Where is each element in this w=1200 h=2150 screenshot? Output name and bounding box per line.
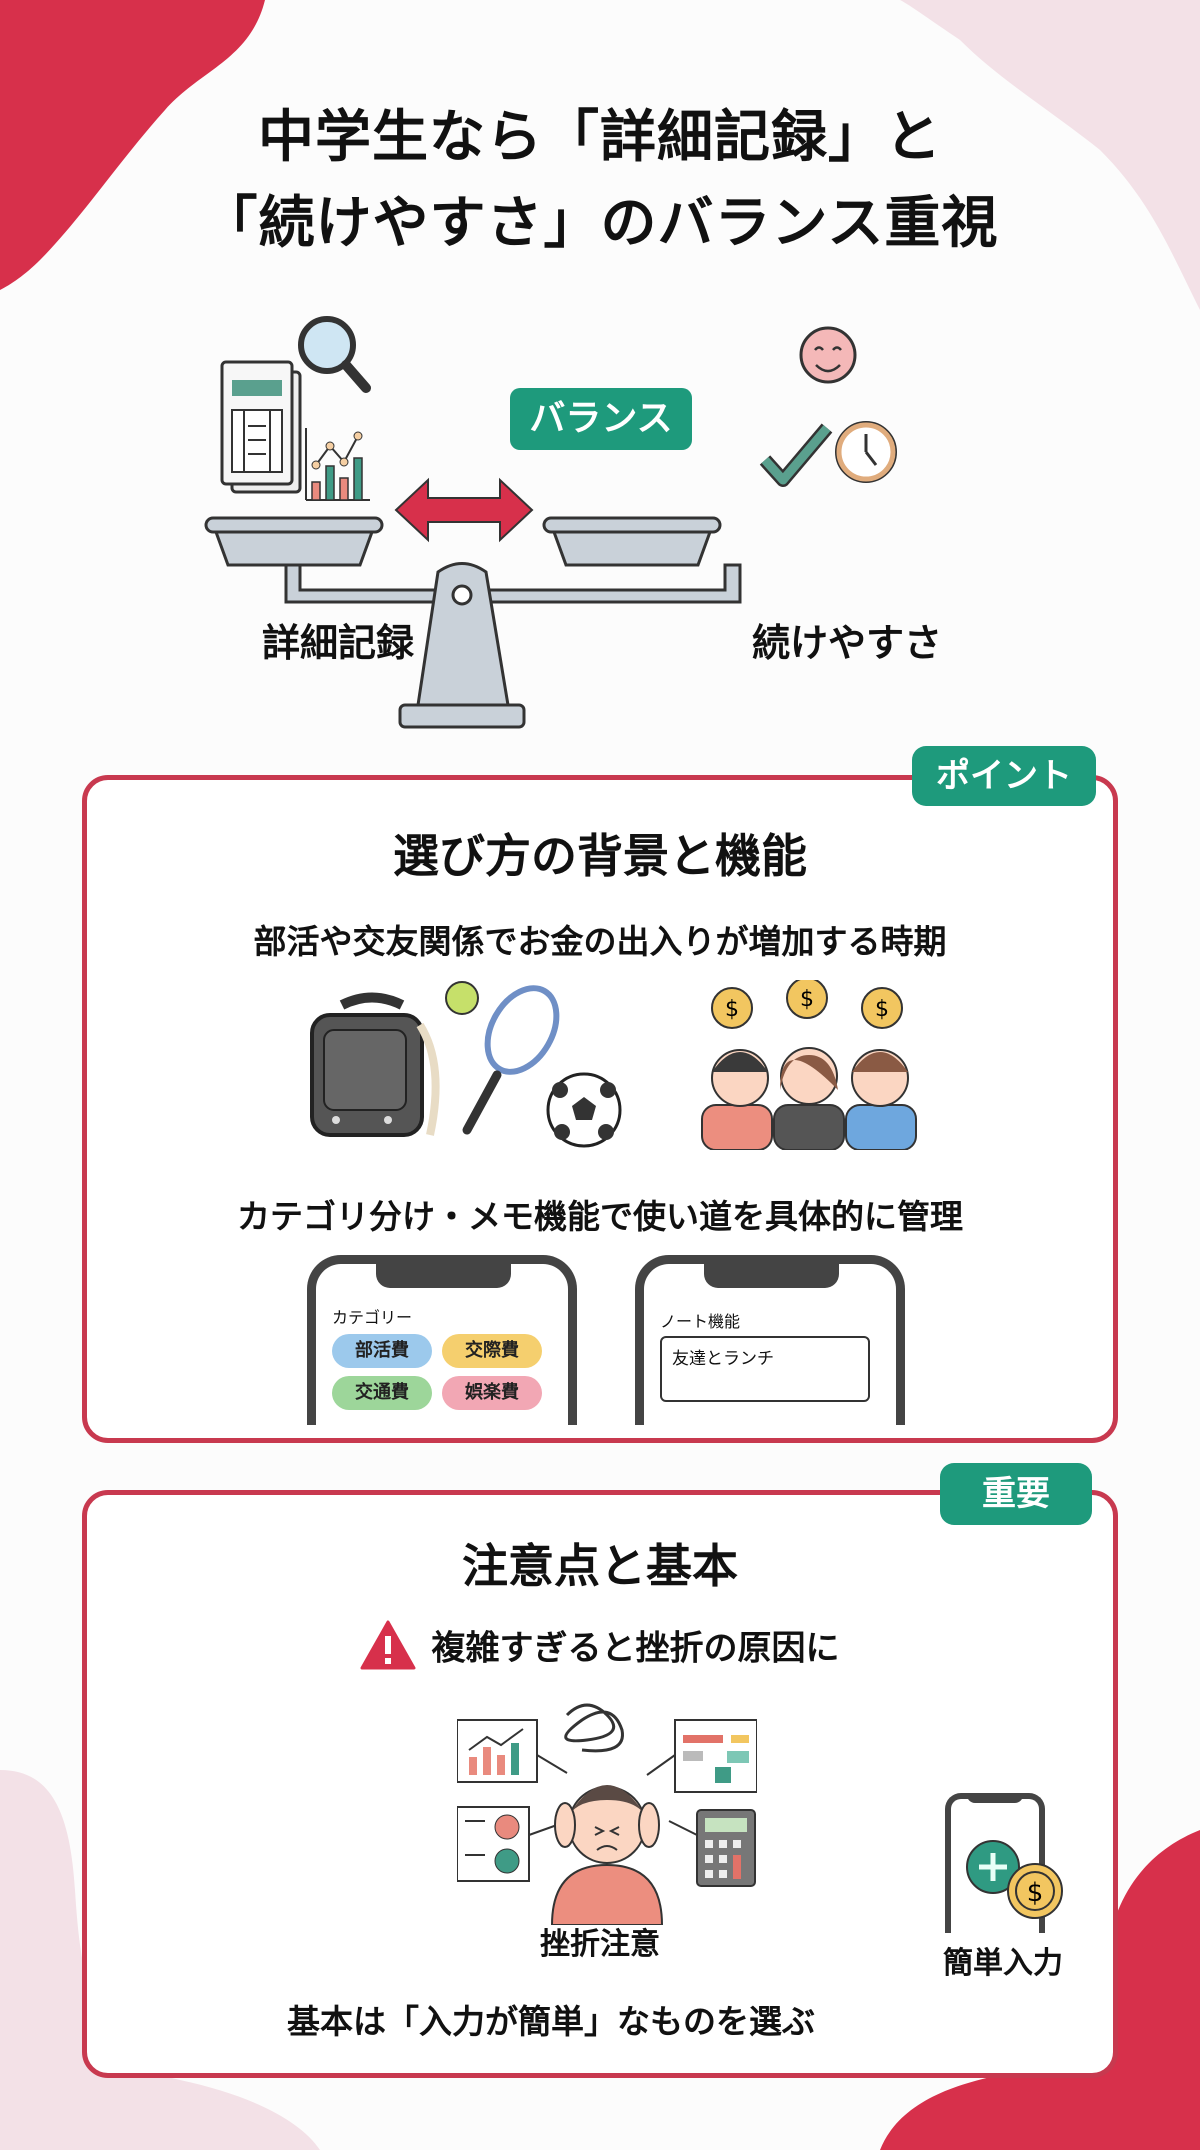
phone-categories: カテゴリー 部活費 交際費 交通費 娯楽費	[307, 1255, 577, 1425]
category-chip[interactable]: 部活費	[332, 1334, 432, 1368]
tangled-lines-icon	[564, 1703, 624, 1753]
frustrated-student-illustration	[457, 1703, 757, 1925]
svg-text:$: $	[1027, 1878, 1044, 1908]
tennis-ball-icon	[445, 981, 479, 1015]
plus-coin-icon: $	[966, 1840, 1063, 1919]
magnifier-icon	[298, 316, 371, 393]
double-arrow-icon	[394, 477, 534, 543]
card-cautions-basics: 注意点と基本 複雑すぎると挫折の原因に	[82, 1490, 1118, 2078]
label-detail-record: 詳細記録	[262, 621, 415, 665]
svg-text:$: $	[800, 987, 814, 1012]
pie-chart-icon	[457, 1806, 530, 1882]
bottom-advice: 基本は「入力が簡単」なものを選ぶ	[287, 2002, 815, 2041]
tennis-racket-icon	[462, 985, 560, 1135]
warning-row: 複雑すぎると挫折の原因に	[87, 1620, 1113, 1670]
phone-notes: ノート機能 友達とランチ	[635, 1255, 905, 1425]
smile-icon	[799, 326, 857, 384]
card1-sub-1: 部活や交友関係でお金の出入りが増加する時期	[253, 922, 947, 961]
check-icon	[759, 423, 833, 487]
bag-sports-illustration	[310, 981, 622, 1148]
balance-badge: バランス	[510, 388, 692, 450]
friends-money-illustration: $ $ $	[701, 980, 917, 1150]
category-chip[interactable]: 交際費	[442, 1334, 542, 1368]
svg-text:$: $	[875, 997, 889, 1022]
balance-scale-illustration	[204, 316, 897, 729]
card1-sub-2: カテゴリ分け・メモ機能で使い道を具体的に管理	[237, 1197, 963, 1236]
bottom-right-blob	[880, 1830, 1200, 2150]
point-tag: ポイント	[912, 746, 1096, 806]
card1-heading: 選び方の背景と機能	[393, 829, 807, 883]
svg-text:$: $	[725, 997, 739, 1022]
warning-icon	[360, 1620, 416, 1670]
top-left-blob	[0, 0, 265, 290]
bottom-left-blob	[0, 1770, 320, 2150]
soccer-ball-icon	[546, 1072, 622, 1148]
category-chip[interactable]: 娯楽費	[442, 1376, 542, 1410]
phone-notch	[376, 1264, 511, 1288]
bar-chart-icon	[457, 1719, 538, 1783]
illustration-caption: 挫折注意	[540, 1927, 660, 1962]
clock-icon	[835, 421, 897, 483]
category-chip[interactable]: 交通費	[332, 1376, 432, 1410]
title-line-2: 「続けやすさ」のバランス重視	[201, 191, 999, 256]
card2-heading: 注意点と基本	[462, 1539, 738, 1593]
friends-icon	[701, 1047, 917, 1150]
spreadsheet-icon	[220, 360, 302, 494]
card-selection-background: 選び方の背景と機能 部活や交友関係でお金の出入りが増加する時期 $ $ $	[82, 775, 1118, 1443]
coin-icon: $ $ $	[711, 980, 903, 1029]
page-title: 中学生なら「詳細記録」と 「続けやすさ」のバランス重視	[0, 95, 1200, 267]
important-tag: 重要	[940, 1463, 1092, 1525]
phone-notch	[967, 1793, 1023, 1803]
note-feature-label: ノート機能	[660, 1312, 741, 1331]
note-input[interactable]: 友達とランチ	[660, 1336, 870, 1402]
title-line-1: 中学生なら「詳細記録」と	[258, 105, 942, 170]
easy-input-caption: 簡単入力	[943, 1946, 1063, 1981]
top-right-blob	[900, 0, 1200, 310]
warning-text: 複雑すぎると挫折の原因に	[431, 1628, 840, 1669]
phone-notch	[704, 1264, 839, 1288]
calculator-icon	[696, 1809, 756, 1887]
label-ease-of-continuing: 続けやすさ	[752, 621, 943, 665]
student-icon	[528, 1754, 698, 1925]
school-bag-icon	[310, 992, 440, 1137]
dashboard-icon	[674, 1719, 757, 1793]
easy-input-phone: $ 簡単入力	[943, 1793, 1063, 2013]
chart-icon	[305, 428, 370, 501]
category-label: カテゴリー	[332, 1308, 413, 1327]
